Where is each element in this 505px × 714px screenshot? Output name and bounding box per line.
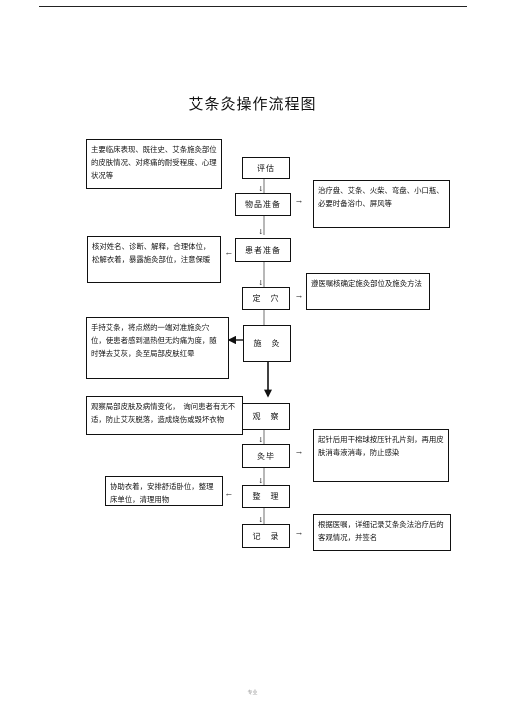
step-patient: 患者准备 [235, 238, 291, 262]
note-patient: 核对姓名、诊断、解释，合理体位，松解衣着，暴露施灸部位，注意保暖 [87, 236, 221, 283]
page-footer: 专业 [247, 690, 258, 696]
note-tidy: 协助衣着，安排舒适卧位，整理床单位，清理用物 [105, 476, 223, 506]
step-assess: 评估 [242, 157, 290, 179]
note-record: 根据医嘱，详细记录艾条灸法治疗后的客观情况，并签名 [313, 514, 451, 551]
arrow-down-icon: ↓ [258, 477, 264, 485]
step-record: 记 录 [242, 524, 290, 548]
step-locate: 定 穴 [242, 287, 290, 310]
step-apply: 施 灸 [243, 325, 291, 362]
header-rule [39, 6, 467, 7]
arrow-down-icon: ↓ [258, 279, 264, 287]
arrow-right-icon: → [296, 449, 302, 457]
step-prepare: 物品准备 [235, 193, 291, 216]
note-finish: 起针后用干棉球按压针孔片刻，再用皮肤消毒液消毒，防止感染 [313, 429, 449, 482]
step-tidy: 整 理 [242, 485, 290, 508]
arrow-right-icon: → [296, 293, 302, 301]
note-apply: 手持艾条，将点燃的一端对准施灸穴位，使患者感到温热但无灼痛为度，随时弹去艾灰，灸… [86, 317, 229, 379]
note-assess: 主要临床表现、既往史、艾条施灸部位的皮肤情况、对疼痛的耐受程度、心理状况等 [86, 139, 222, 189]
arrow-right-icon: → [296, 530, 302, 538]
arrow-right-icon: → [296, 198, 302, 206]
arrow-left-icon: ← [226, 491, 232, 499]
note-locate: 遵医嘱核确定施灸部位及施灸方法 [306, 273, 430, 310]
arrow-down-icon: ↓ [258, 228, 264, 236]
arrow-down-icon: ↓ [258, 516, 264, 524]
step-finish: 灸毕 [242, 444, 290, 468]
note-observe: 观察局部皮肤及病情变化， 询问患者有无不适，防止艾灰脱落，造成烧伤或毁坏衣物 [86, 396, 243, 435]
arrow-down-icon: ↓ [258, 185, 264, 193]
note-prepare: 治疗盘、艾条、火柴、弯盘、小口瓶、必要时备浴巾、屏风等 [313, 180, 450, 228]
arrow-left-icon: ← [226, 250, 232, 258]
arrow-down-icon: ↓ [258, 436, 264, 444]
page-title: 艾条灸操作流程图 [188, 95, 317, 113]
step-observe: 观 察 [242, 403, 290, 430]
